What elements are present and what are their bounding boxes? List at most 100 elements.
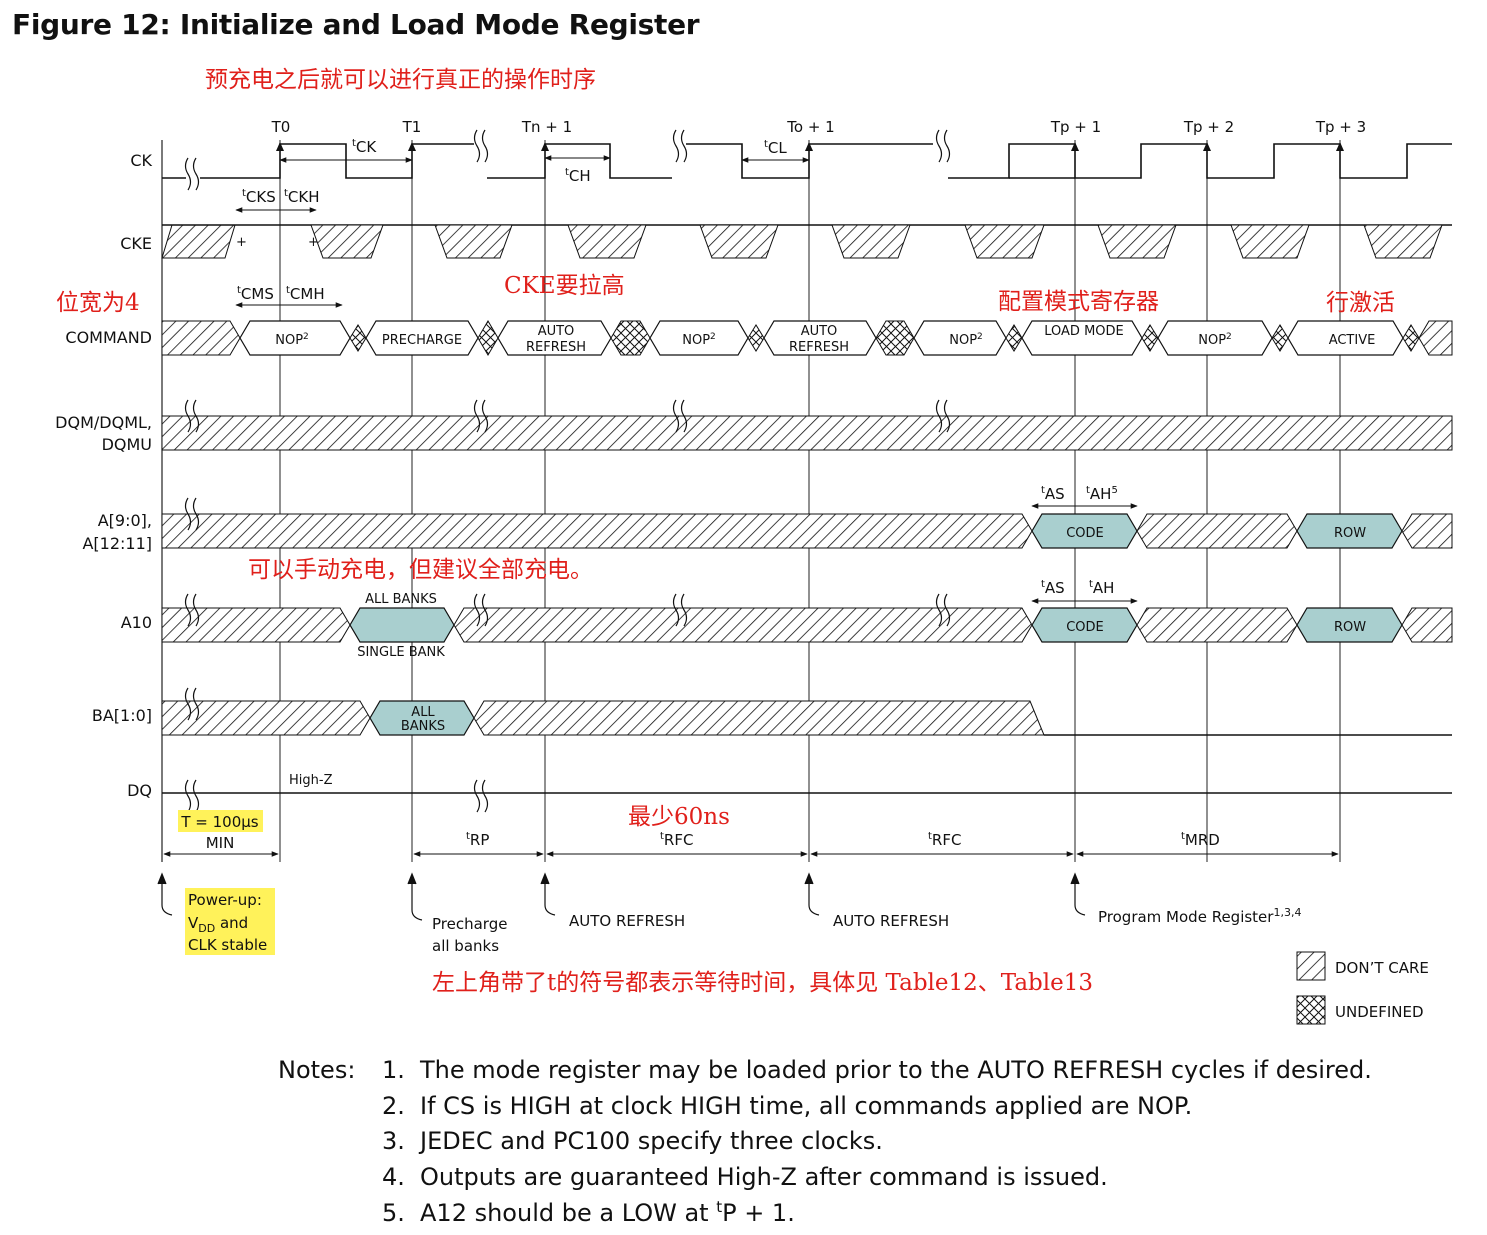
trfc-label-2: tRFC [928,831,961,849]
annotations: 预充电之后就可以进行真正的操作时序 位宽为4 CKE要拉高 配置模式寄存器 行激… [56,67,1395,996]
clock-label-tp3: Tp + 3 [1315,118,1366,136]
ba-bus: ALL BANKS [161,700,1452,736]
clock-label-tp1: Tp + 1 [1050,118,1101,136]
cmd-nop-4: NOP2 [1198,332,1232,348]
addr-code: CODE [1066,526,1104,541]
tah-label-2: tAH [1089,579,1114,597]
command-bus [161,320,1453,356]
time-break-marks [184,129,951,813]
t100-min: MIN [206,834,235,852]
cmd-auto-1: AUTO [538,324,575,339]
tas-label-1: tAS [1041,485,1065,503]
tcmh-label: tCMH [286,285,325,303]
clock-gridlines [279,140,1341,862]
tck-label: tCK [352,138,377,156]
annotation-width: 位宽为4 [56,290,140,316]
precharge-event-1: Precharge [432,915,507,933]
tckh-label: tCKH [284,188,320,206]
annotation-activate: 行激活 [1326,290,1395,316]
dqm-dont-care [161,415,1453,451]
tch-label: tCH [565,167,591,185]
signal-dqm: DQM/DQML, [55,413,152,432]
a10-bus: ALL BANKS SINGLE BANK CODE ROW [161,592,1453,660]
annotation-min: 最少60ns [628,804,730,830]
power-up-2: VDD and [188,914,248,935]
signal-cke: CKE [120,234,152,253]
signal-dqmu: DQMU [102,435,152,454]
signal-a90: A[9:0], [98,511,152,530]
tcms-label: tCMS [237,285,274,303]
cmd-nop-1: NOP2 [275,332,309,348]
t100-label: T = 100µs [180,813,258,831]
tcks-label: tCKS [242,188,276,206]
cmd-refresh-2: REFRESH [789,340,849,355]
signal-command: COMMAND [65,328,152,347]
clock-label-t1: T1 [402,118,422,136]
cmd-refresh-1: REFRESH [526,340,586,355]
a10-code: CODE [1066,620,1104,635]
power-up-3: CLK stable [188,936,267,954]
event-labels: Power-up: VDD and CLK stable Precharge a… [185,888,1301,955]
cmd-auto-2: AUTO [801,324,838,339]
annotation-config: 配置模式寄存器 [998,289,1159,315]
annotation-cke: CKE要拉高 [504,273,625,299]
clock-label-to1: To + 1 [786,118,834,136]
cmd-nop-2: NOP2 [682,332,716,348]
note-item: 3.JEDEC and PC100 specify three clocks. [382,1127,883,1155]
timing-dimensions: tCK tCH tCL tCKS tCKH tCMS tCMH tAS tAH5… [235,138,1138,604]
auto-refresh-event-1: AUTO REFRESH [569,912,685,930]
notes-list: 1.The mode register may be loaded prior … [382,1056,1372,1234]
timing-diagram: CK CKE COMMAND DQM/DQML, DQMU A[9:0], A[… [55,67,1453,1025]
auto-refresh-event-2: AUTO REFRESH [833,912,949,930]
a10-row: ROW [1334,620,1366,635]
ba-all: ALL [411,705,435,720]
tmrd-label: tMRD [1181,831,1220,849]
cke-waveform: ++ [161,224,1452,259]
legend-dont-care: DON’T CARE [1335,959,1429,977]
precharge-event-2: all banks [432,937,499,955]
tas-label-2: tAS [1041,579,1065,597]
cmd-active: ACTIVE [1329,333,1376,348]
legend-dont-care-swatch [1296,951,1326,981]
note-item: 5.A12 should be a LOW at tP + 1. [382,1198,795,1227]
clock-label-tn1: Tn + 1 [521,118,572,136]
trfc-label-1: tRFC [660,831,693,849]
svg-text:+: + [308,235,319,250]
note-item: 1.The mode register may be loaded prior … [382,1056,1372,1084]
ba-banks: BANKS [401,719,445,734]
ck-edge-arrows [276,142,1344,151]
svg-text:+: + [236,235,247,250]
clock-labels: T0 T1 Tn + 1 To + 1 Tp + 1 Tp + 2 Tp + 3 [271,118,1367,136]
figure-title: Figure 12: Initialize and Load Mode Regi… [12,8,700,41]
note-item: 4.Outputs are guaranteed High-Z after co… [382,1162,1108,1191]
legend-undefined: UNDEFINED [1335,1003,1424,1021]
annotation-t-note: 左上角带了t的符号都表示等待时间，具体见 Table12、Table13 [432,970,1093,996]
tcl-label: tCL [764,139,787,157]
a10-all-banks: ALL BANKS [365,592,437,607]
cmd-load-mode: LOAD MODE [1044,324,1124,339]
annotation-a10: 可以手动充电，但建议全部充电。 [248,557,593,583]
clock-label-t0: T0 [271,118,291,136]
signal-ck: CK [130,151,152,170]
tah-label-1: tAH5 [1086,485,1118,503]
signal-a1211: A[12:11] [82,534,152,553]
legend: DON’T CARE UNDEFINED [1296,951,1429,1025]
signal-dq: DQ [127,781,152,800]
a10-single-bank: SINGLE BANK [357,645,445,660]
dq-high-z: High-Z [289,773,333,788]
trp-label: tRP [466,831,489,849]
cmd-nop-3: NOP2 [949,332,983,348]
power-up-1: Power-up: [188,891,262,909]
addr-bus: CODE ROW [161,513,1453,549]
program-mode-event: Program Mode Register1,3,4 [1098,906,1301,926]
notes-header: Notes: [278,1056,356,1084]
command-labels: NOP2 PRECHARGE AUTO REFRESH NOP2 AUTO RE… [275,324,1375,355]
clock-label-tp2: Tp + 2 [1183,118,1234,136]
signal-a10: A10 [121,613,152,632]
interval-arrows: T = 100µs MIN tRP tRFC tRFC tMRD [163,810,1339,857]
cmd-precharge: PRECHARGE [382,333,462,348]
legend-undefined-swatch [1296,995,1326,1025]
annotation-precharge: 预充电之后就可以进行真正的操作时序 [205,67,596,93]
event-markers [157,872,1086,921]
signal-ba: BA[1:0] [92,706,152,725]
